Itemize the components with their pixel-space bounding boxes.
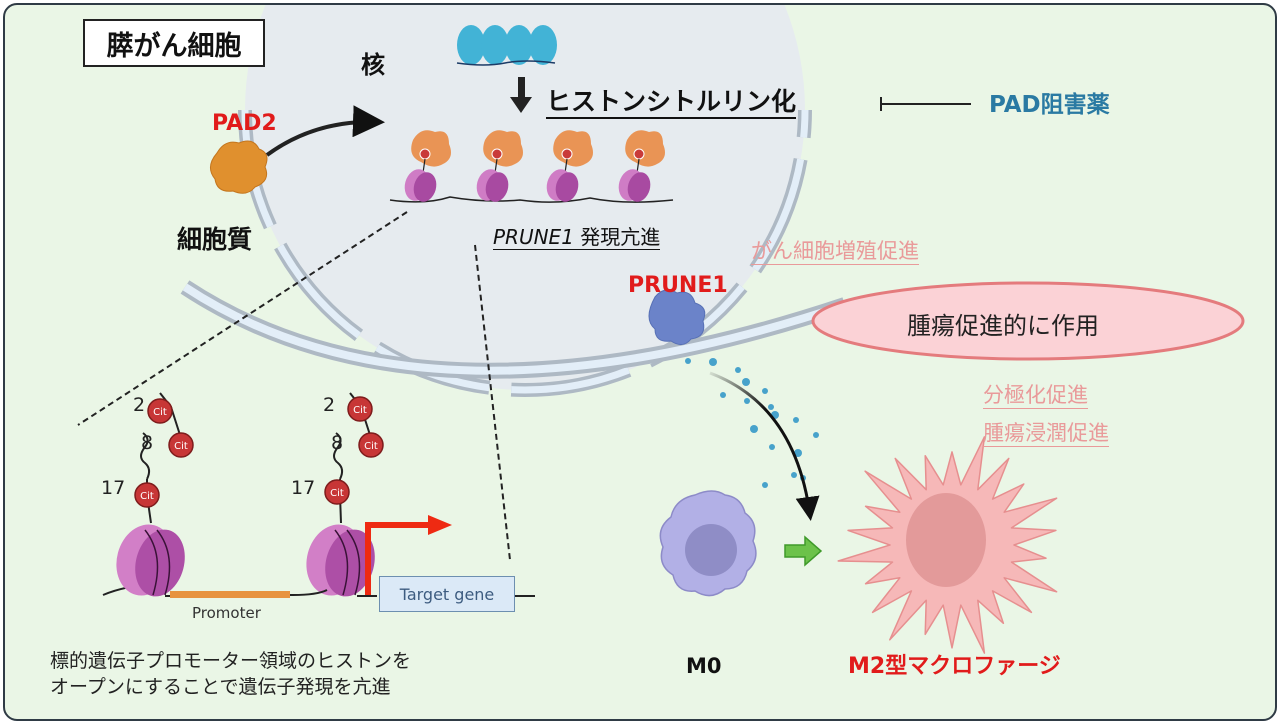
site-label: 17 [291, 477, 316, 499]
cell-membrane [180, 280, 848, 379]
prune1-dot [720, 392, 726, 398]
prune1-protein-label: PRUNE1 [628, 273, 728, 298]
prune1-dot [685, 358, 691, 364]
pad2-label: PAD2 [212, 111, 277, 136]
prune1-dot [762, 482, 768, 488]
svg-text:Cit: Cit [330, 488, 344, 499]
prune1-dot [794, 449, 802, 457]
prune1-dot [742, 378, 750, 386]
cytoplasm-label: 細胞質 [177, 225, 253, 254]
svg-text:Cit: Cit [364, 441, 378, 452]
prune1-expression-label: PRUNE1 発現亢進 [493, 225, 661, 250]
title-box: 膵がん細胞 [83, 19, 265, 67]
m0-macrophage-icon [659, 490, 757, 597]
polarization-label: 分極化促進 [983, 383, 1088, 409]
site-label: 17 [101, 477, 126, 499]
zoom-guide-left [77, 211, 408, 426]
nucleosome-with-pad [618, 130, 665, 202]
prune1-dot [791, 472, 797, 478]
caption: 標的遺伝子プロモーター領域のヒストンをオープンにすることで遺伝子発現を亢進 [50, 649, 411, 700]
prune1-dot [762, 388, 768, 394]
site-label: 8 [331, 432, 344, 454]
svg-text:Cit: Cit [174, 441, 188, 452]
tumor-promoting-label: 腫瘍促進的に作用 [907, 312, 1099, 340]
promoter-label: Promoter [192, 604, 261, 622]
site-label: 8 [141, 432, 154, 454]
svg-text:Cit: Cit [140, 491, 154, 502]
cit-circle: Cit [168, 432, 194, 458]
proliferation-label: がん細胞増殖促進 [751, 239, 919, 265]
caption-line-1: 標的遺伝子プロモーター領域のヒストンを [50, 650, 412, 672]
inhibition-line [880, 97, 971, 111]
prune1-protein-icon [648, 289, 706, 345]
nucleosome-with-pad [404, 130, 451, 202]
detail-nucleosome-left [102, 392, 185, 597]
prune1-dot [750, 425, 758, 433]
nucleosome-with-pad [476, 130, 523, 202]
cit-circle: Cit [134, 482, 160, 508]
pad-inhibitor-label: PAD阻害薬 [989, 92, 1110, 118]
transcription-start-arrow [365, 515, 452, 595]
pad2-enzyme-icon [210, 140, 268, 194]
zoom-guide-right [474, 244, 511, 561]
citrullinated-nucleosome-row [389, 130, 674, 203]
m0-label: M0 [686, 654, 722, 678]
target-gene-box: Target gene [379, 576, 515, 612]
tumor-promoting-ellipse [811, 281, 1245, 361]
cit-circle: Cit [147, 398, 173, 424]
condensed-chromatin-icon [456, 25, 557, 66]
caption-line-2: オープンにすることで遺伝子発現を亢進 [50, 675, 391, 698]
infiltration-label: 腫瘍浸潤促進 [983, 421, 1109, 447]
prune1-dot [768, 404, 774, 410]
prune1-dot [793, 417, 799, 423]
prune1-dot [813, 432, 819, 438]
nucleosome-with-pad [546, 130, 593, 202]
nucleus-label: 核 [361, 51, 385, 79]
histone-citrullination-label: ヒストンシトルリン化 [546, 89, 797, 119]
cit-circle: Cit [347, 396, 373, 422]
svg-text:Cit: Cit [353, 405, 367, 416]
detail-nucleosome-right [306, 392, 375, 597]
m2-macrophage-icon [837, 436, 1058, 654]
promoter-region [170, 591, 290, 598]
differentiation-arrow-icon [784, 535, 823, 567]
prune1-gene-name: PRUNE1 [493, 225, 574, 249]
m2-label: M2型マクロファージ [848, 654, 1061, 679]
prune1-dot [744, 398, 750, 404]
expression-up-text: 発現亢進 [580, 225, 661, 249]
m2-nucleus [906, 493, 986, 587]
prune1-dot [769, 444, 775, 450]
pad2-arrow [265, 105, 385, 157]
secreted-prune1-dots [685, 358, 819, 488]
prune1-dot [709, 358, 717, 366]
svg-text:Cit: Cit [153, 407, 167, 418]
site-label: 2 [323, 394, 336, 416]
prune1-dot [735, 367, 741, 373]
prune1-to-m2-arrow [709, 371, 820, 521]
cit-circle: Cit [324, 479, 350, 505]
site-label: 2 [133, 394, 146, 416]
cit-circle: Cit [358, 432, 384, 458]
down-arrow-icon [510, 77, 532, 113]
